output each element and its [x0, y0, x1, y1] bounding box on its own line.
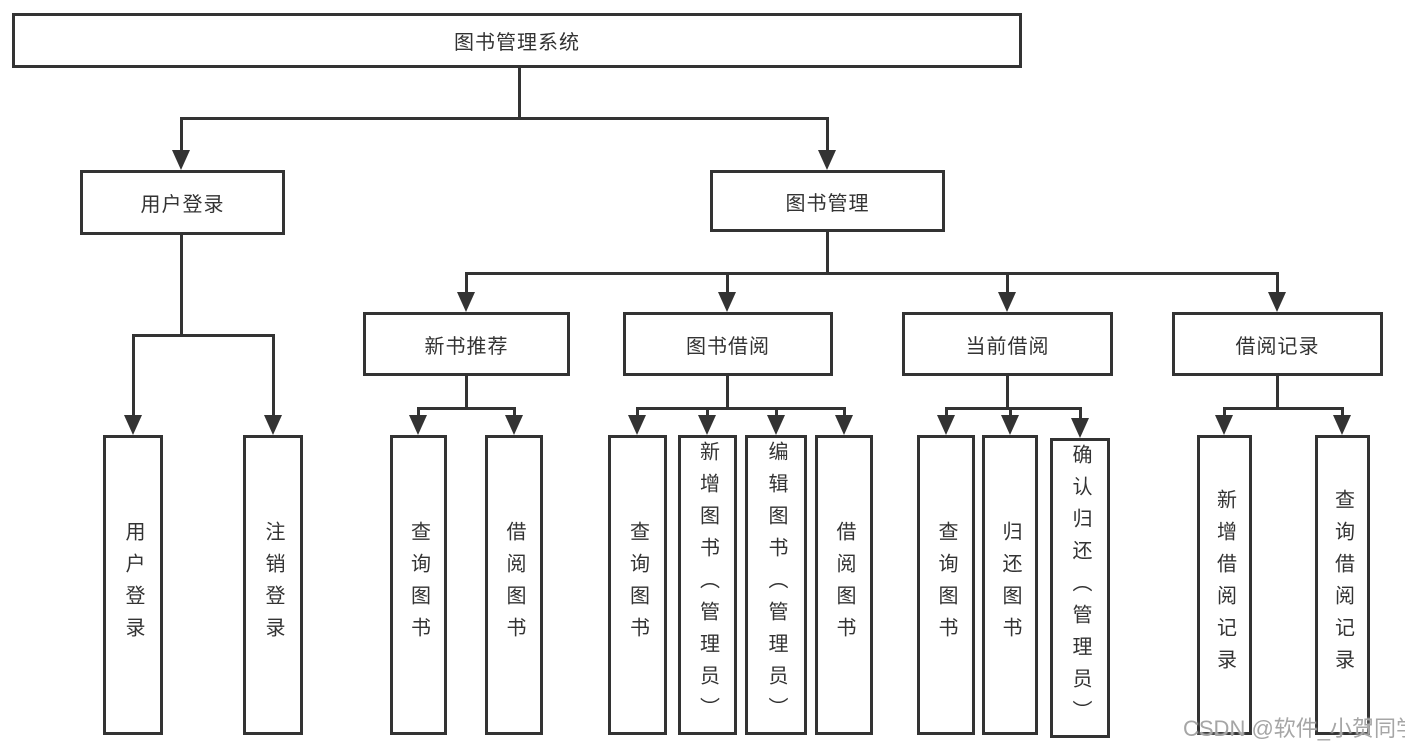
connector-to-recommend — [465, 272, 468, 294]
leaf-logout-label: 注销登录 — [262, 521, 284, 649]
arrowhead-to-leaf-current-2 — [1001, 415, 1019, 435]
leaf-borrow-edit-books-admin: 编辑图书（管理员） — [745, 435, 807, 735]
arrowhead-to-leaf-borrow-4 — [835, 415, 853, 435]
leaf-user-login-label: 用户登录 — [122, 521, 144, 649]
connector-to-leaf-records-1 — [1223, 407, 1226, 417]
leaf-current-query-books: 查询图书 — [917, 435, 975, 735]
connector-root-trunk — [518, 68, 521, 118]
arrowhead-to-leaf-borrow-2 — [698, 415, 716, 435]
leaf-recommend-query-books: 查询图书 — [390, 435, 447, 735]
connector-to-leaf-borrow-1 — [636, 407, 639, 417]
node-current-borrow: 当前借阅 — [902, 312, 1113, 376]
arrowhead-to-leaf-borrow-1 — [628, 415, 646, 435]
leaf-current-return-books-label: 归还图书 — [999, 521, 1021, 649]
connector-borrow-branch — [636, 407, 846, 410]
node-new-book-recommend: 新书推荐 — [363, 312, 570, 376]
connector-level2-branch — [180, 117, 829, 120]
connector-to-login — [180, 117, 183, 152]
connector-level3-branch — [465, 272, 1279, 275]
leaf-borrow-borrow-books-label: 借阅图书 — [833, 521, 855, 649]
arrowhead-to-management — [818, 150, 836, 170]
node-root: 图书管理系统 — [12, 13, 1022, 68]
leaf-current-query-books-label: 查询图书 — [935, 521, 957, 649]
arrowhead-to-recommend — [457, 292, 475, 312]
connector-to-leaf-borrow-2 — [706, 407, 709, 417]
leaf-recommend-borrow-books-label: 借阅图书 — [503, 521, 525, 649]
arrowhead-to-leaf-records-2 — [1333, 415, 1351, 435]
connector-login-branch — [132, 334, 275, 337]
connector-recommend-trunk — [465, 373, 468, 409]
arrowhead-to-current — [998, 292, 1016, 312]
leaf-current-confirm-return-admin: 确认归还（管理员） — [1050, 438, 1110, 738]
leaf-current-return-books: 归还图书 — [982, 435, 1038, 735]
leaf-records-query-record-label: 查询借阅记录 — [1331, 489, 1354, 681]
csdn-watermark: CSDN @软件_小贺同学 — [1183, 716, 1405, 741]
leaf-borrow-add-books-admin: 新增图书（管理员） — [678, 435, 737, 735]
node-root-label: 图书管理系统 — [454, 32, 580, 54]
arrowhead-to-leaf-current-1 — [937, 415, 955, 435]
leaf-recommend-query-books-label: 查询图书 — [407, 521, 430, 649]
connector-to-leaf-login-2 — [272, 334, 275, 417]
connector-to-leaf-current-1 — [945, 407, 948, 417]
connector-to-records — [1276, 272, 1279, 294]
connector-to-borrow — [726, 272, 729, 294]
node-book-borrow-label: 图书借阅 — [686, 335, 770, 358]
node-user-login: 用户登录 — [80, 170, 285, 235]
connector-current-branch — [945, 407, 1082, 410]
node-book-management: 图书管理 — [710, 170, 945, 232]
arrowhead-to-leaf-recommend-1 — [409, 415, 427, 435]
arrowhead-to-borrow — [718, 292, 736, 312]
connector-management-trunk — [826, 232, 829, 275]
connector-current-trunk — [1006, 373, 1009, 409]
connector-borrow-trunk — [726, 373, 729, 409]
leaf-logout: 注销登录 — [243, 435, 303, 735]
leaf-current-confirm-return-admin-label: 确认归还（管理员） — [1069, 444, 1091, 732]
leaf-records-query-record: 查询借阅记录 — [1315, 435, 1370, 735]
connector-to-leaf-login-1 — [132, 334, 135, 417]
connector-to-leaf-recommend-1 — [417, 407, 420, 417]
leaf-borrow-add-books-admin-label: 新增图书（管理员） — [696, 441, 719, 729]
node-borrow-records: 借阅记录 — [1172, 312, 1383, 376]
arrowhead-to-leaf-recommend-2 — [505, 415, 523, 435]
node-borrow-records-label: 借阅记录 — [1235, 335, 1320, 358]
leaf-records-add-record: 新增借阅记录 — [1197, 435, 1252, 735]
arrowhead-to-leaf-login-2 — [264, 415, 282, 435]
connector-login-trunk — [180, 235, 183, 336]
arrowhead-to-leaf-borrow-3 — [767, 415, 785, 435]
connector-to-leaf-recommend-2 — [513, 407, 516, 417]
connector-to-leaf-current-2 — [1009, 407, 1012, 417]
arrowhead-to-leaf-records-1 — [1215, 415, 1233, 435]
leaf-user-login: 用户登录 — [103, 435, 163, 735]
connector-to-leaf-borrow-4 — [843, 407, 846, 417]
leaf-borrow-query-books: 查询图书 — [608, 435, 667, 735]
node-book-borrow: 图书借阅 — [623, 312, 833, 376]
leaf-borrow-query-books-label: 查询图书 — [626, 521, 649, 649]
connector-to-current — [1006, 272, 1009, 294]
connector-to-management — [826, 117, 829, 152]
node-user-login-label: 用户登录 — [140, 194, 225, 216]
connector-recommend-branch — [417, 407, 516, 410]
leaf-borrow-borrow-books: 借阅图书 — [815, 435, 873, 735]
connector-to-leaf-records-2 — [1341, 407, 1344, 417]
arrowhead-to-leaf-current-3 — [1071, 418, 1089, 438]
connector-records-branch — [1223, 407, 1344, 410]
leaf-recommend-borrow-books: 借阅图书 — [485, 435, 543, 735]
node-new-book-recommend-label: 新书推荐 — [424, 335, 509, 358]
arrowhead-to-login — [172, 150, 190, 170]
node-current-borrow-label: 当前借阅 — [965, 335, 1050, 358]
node-book-management-label: 图书管理 — [785, 192, 870, 215]
connector-to-leaf-borrow-3 — [775, 407, 778, 417]
leaf-records-add-record-label: 新增借阅记录 — [1213, 489, 1236, 681]
connector-to-leaf-current-3 — [1079, 407, 1082, 420]
arrowhead-to-leaf-login-1 — [124, 415, 142, 435]
arrowhead-to-records — [1268, 292, 1286, 312]
connector-records-trunk — [1276, 373, 1279, 409]
leaf-borrow-edit-books-admin-label: 编辑图书（管理员） — [765, 441, 787, 729]
